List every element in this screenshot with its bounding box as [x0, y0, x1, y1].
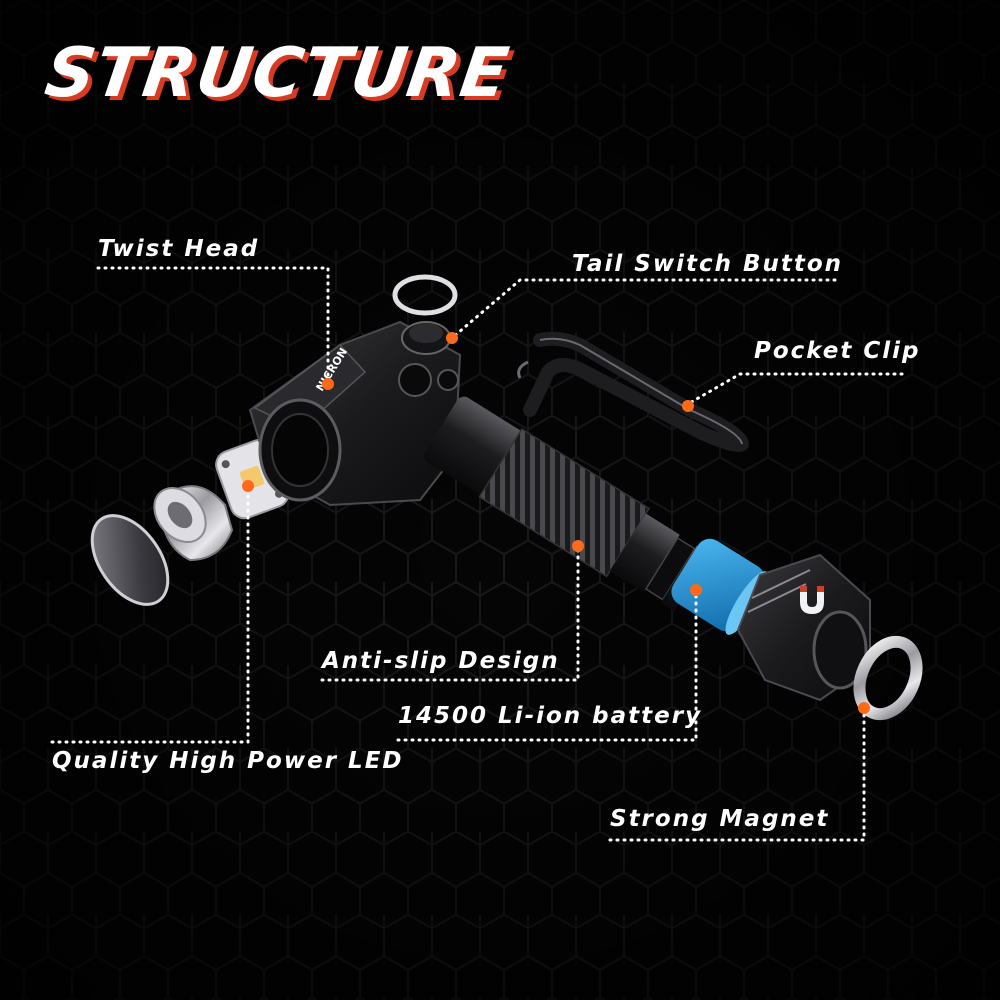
- marker-twist-head: [322, 378, 334, 390]
- magnet-icon: [800, 586, 824, 614]
- marker-battery: [690, 584, 702, 596]
- lens-glass: [90, 514, 170, 606]
- leader-anti-slip: [320, 546, 580, 682]
- leader-tail-switch: [450, 278, 837, 340]
- label-magnet: Strong Magnet: [610, 806, 830, 832]
- switch-button: [401, 321, 451, 355]
- leader-pocket-clip: [686, 372, 904, 406]
- label-battery: 14500 Li-ion battery: [398, 703, 703, 729]
- page-title: STRUCTURE: [40, 34, 514, 113]
- leader-battery: [396, 590, 698, 742]
- leader-led: [50, 490, 250, 744]
- tail-cap: [736, 553, 871, 702]
- twist-head: NICRON: [248, 320, 462, 507]
- magnet-ring: [853, 635, 923, 721]
- reflector: [153, 485, 234, 562]
- label-tail-switch: Tail Switch Button: [572, 251, 844, 277]
- marker-magnet: [858, 702, 870, 714]
- label-anti-slip: Anti-slip Design: [322, 648, 560, 674]
- label-pocket-clip: Pocket Clip: [754, 338, 921, 364]
- body-tube: [424, 396, 711, 612]
- o-ring: [392, 274, 458, 316]
- leader-magnet: [608, 708, 866, 842]
- marker-pocket-clip: [682, 400, 694, 412]
- marker-tail-switch: [446, 332, 458, 344]
- marker-led: [242, 480, 254, 492]
- label-twist-head: Twist Head: [98, 236, 260, 262]
- marker-anti-slip: [572, 540, 584, 552]
- leader-twist-head: [96, 266, 330, 384]
- label-led: Quality High Power LED: [52, 748, 404, 774]
